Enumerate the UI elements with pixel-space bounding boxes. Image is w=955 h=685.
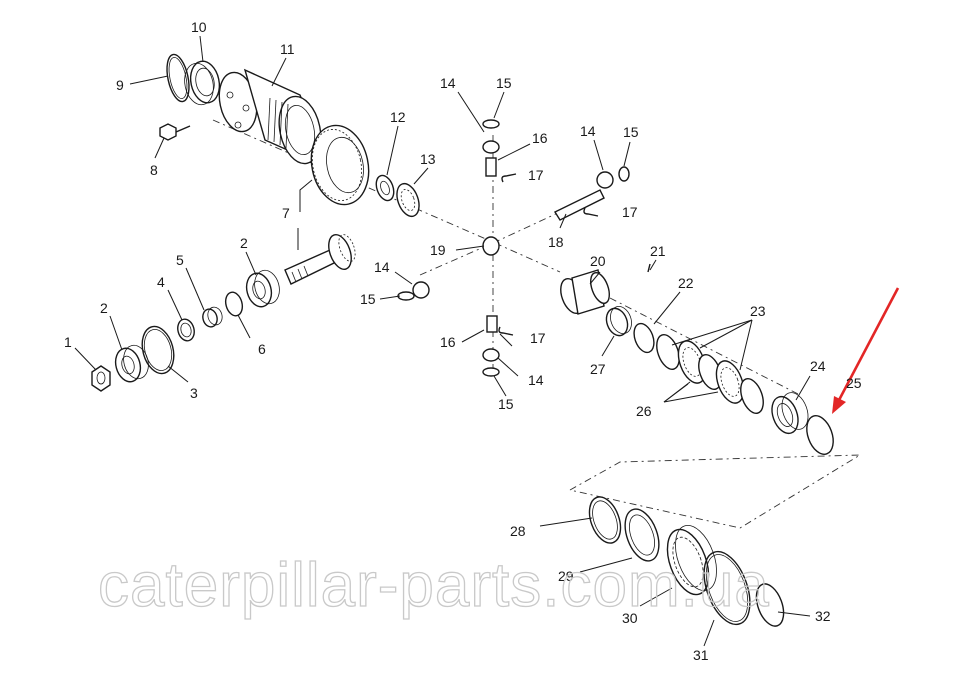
part-32-snap-ring — [755, 583, 785, 627]
callout-15c: 15 — [360, 291, 376, 307]
callout-26: 26 — [636, 403, 652, 419]
callout-8: 8 — [150, 162, 158, 178]
part-29-ring — [624, 508, 660, 562]
callout-15d: 15 — [498, 396, 514, 412]
part-8-bolt — [159, 123, 191, 141]
part-12-washer — [375, 174, 395, 202]
leader-lines — [74, 35, 811, 647]
part-7-pinion-shaft — [284, 234, 356, 285]
callout-14b: 14 — [580, 123, 596, 139]
callout-28: 28 — [510, 523, 526, 539]
callout-27: 27 — [590, 361, 606, 377]
part-20-gear — [560, 269, 610, 315]
callout-4: 4 — [157, 274, 165, 290]
part-2a-bearing — [114, 344, 149, 383]
part-5-spacer — [202, 306, 223, 328]
callout-17b: 17 — [622, 204, 638, 220]
callout-29: 29 — [558, 568, 574, 584]
callout-18: 18 — [548, 234, 564, 250]
callout-6: 6 — [258, 341, 266, 357]
callout-11: 11 — [280, 41, 295, 57]
part-27-ring — [605, 306, 632, 337]
callout-17c: 17 — [530, 330, 546, 346]
part-11-diff-case — [218, 68, 322, 165]
watermark-text: caterpillar-parts.com.ua — [98, 551, 770, 620]
callout-23: 23 — [750, 303, 766, 319]
highlight-arrow — [832, 287, 900, 414]
callout-15b: 15 — [623, 124, 639, 140]
callout-20: 20 — [590, 253, 606, 269]
callout-13: 13 — [420, 151, 436, 167]
callout-25: 25 — [846, 375, 862, 391]
callout-17a: 17 — [528, 167, 544, 183]
callout-2a: 2 — [100, 300, 108, 316]
callout-7: 7 — [282, 205, 290, 221]
callout-16a: 16 — [532, 130, 548, 146]
callout-5: 5 — [176, 252, 184, 268]
callout-31: 31 — [693, 647, 709, 663]
part-3-oring — [141, 325, 175, 375]
part-2b-bearing — [245, 269, 280, 308]
part-25-snap-ring — [806, 415, 834, 455]
part-22-plate — [633, 322, 655, 354]
callout-1: 1 — [64, 334, 72, 350]
part-13-side-gear — [396, 182, 420, 218]
callout-numbers: 1 2 3 4 5 6 2 7 8 9 10 11 12 13 14 15 16… — [64, 19, 862, 663]
callout-19: 19 — [430, 242, 446, 258]
part-31-oring — [703, 550, 751, 626]
clutch-pack — [656, 334, 764, 414]
spider-assembly — [397, 119, 651, 377]
callout-21: 21 — [650, 243, 666, 259]
callout-22: 22 — [678, 275, 694, 291]
callout-24: 24 — [810, 358, 826, 374]
callout-3: 3 — [190, 385, 198, 401]
part-10-bearing — [184, 60, 221, 106]
part-28-snap-ring — [588, 496, 622, 544]
callout-16b: 16 — [440, 334, 456, 350]
callout-10: 10 — [191, 19, 207, 35]
callout-15a: 15 — [496, 75, 512, 91]
part-24-hub — [771, 392, 809, 435]
part-4-ring — [177, 318, 195, 342]
callout-30: 30 — [622, 610, 638, 626]
part-7-ring-gear — [310, 124, 370, 206]
part-9-oring — [166, 53, 190, 103]
callout-14a: 14 — [440, 75, 456, 91]
callout-14d: 14 — [528, 372, 544, 388]
callout-9: 9 — [116, 77, 124, 93]
callout-32: 32 — [815, 608, 831, 624]
part-30-bearing — [666, 525, 717, 596]
callout-14c: 14 — [374, 259, 390, 275]
callout-2b: 2 — [240, 235, 248, 251]
callout-12: 12 — [390, 109, 406, 125]
part-1-nut — [91, 365, 111, 392]
part-6-snap-ring — [224, 291, 244, 317]
